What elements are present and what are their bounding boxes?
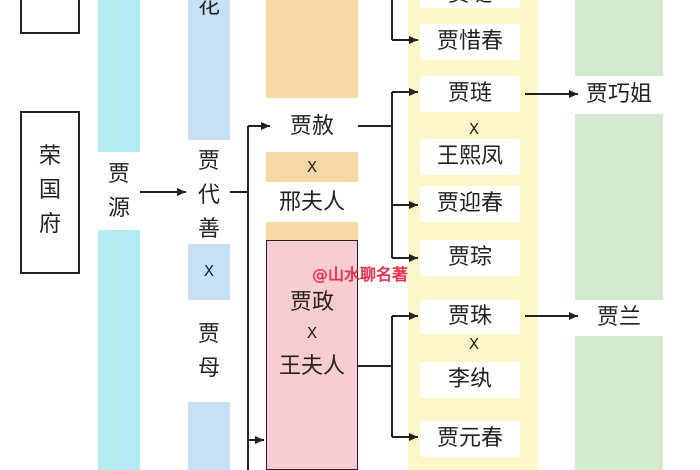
gen4-lian-marriage-x: X (468, 120, 480, 138)
gen3-zheng-wife: 王夫人 (278, 354, 345, 379)
gen2-spouse: 贾母 (197, 322, 220, 381)
gen5-lan: 贾兰 (596, 305, 641, 330)
gen3-orange-bottom (266, 222, 358, 242)
house-box (20, 111, 80, 274)
gen3-she-wife: 邢夫人 (278, 190, 345, 215)
gen4-yingchun-bg (420, 186, 520, 222)
gen3-orange-top (266, 0, 358, 98)
gen4-zhu-marriage-x: X (468, 335, 480, 353)
gen3-orange-x (266, 152, 358, 182)
gen4-yingchun: 贾迎春 (436, 191, 503, 216)
gen5-qiaojie-bg (575, 76, 663, 114)
top-left-box (20, 0, 80, 34)
gen3-zheng: 贾政 (289, 290, 334, 315)
gen1-name: 贾源 (107, 162, 130, 221)
gen5-lan-bg (575, 300, 663, 336)
gen4-yuanchun: 贾元春 (436, 426, 503, 451)
gen2-spouse-bg (188, 300, 230, 402)
gen4-lian-wife: 王熙凤 (436, 144, 503, 169)
gen4-cutoff-name: 贾琏 (420, 0, 520, 6)
gen3-she-bg (266, 98, 358, 152)
house-label: 荣国府 (38, 144, 61, 237)
gen4-lian-bg (420, 76, 520, 112)
gen5-qiaojie: 贾巧姐 (585, 82, 652, 107)
gen4-cong-bg (420, 240, 520, 276)
gen4-cong: 贾琮 (447, 245, 492, 270)
gen4-zhu-bg (420, 300, 520, 334)
gen1-name-bg (98, 152, 140, 230)
gen4-xichun: 贾惜春 (436, 29, 503, 54)
gen4-lian-wife-bg (420, 139, 520, 175)
gen2-marriage-x: X (203, 262, 215, 280)
gen4-zhu-wife-bg (420, 362, 520, 398)
gen2-name: 贾代善 (197, 149, 220, 242)
gen4-zhu: 贾珠 (447, 304, 492, 329)
watermark: @山水聊名著 (312, 265, 409, 284)
gen2-top-char: 花 (197, 0, 220, 19)
gen1-column-bg (98, 0, 140, 470)
branch-zheng (358, 316, 393, 437)
gen3-she-marriage-x: X (306, 158, 318, 176)
gen3-zheng-marriage-x: X (306, 324, 318, 342)
gen4-yuanchun-bg (420, 421, 520, 457)
gen4-zhu-wife: 李纨 (447, 367, 492, 392)
gen4-xichun-bg (420, 24, 520, 60)
gen3-she: 贾赦 (289, 114, 334, 139)
branch-she (358, 92, 393, 258)
branch-daishan (230, 126, 249, 470)
gen4-cutoff-bg (420, 0, 520, 8)
gen2-name-bg (188, 140, 230, 244)
gen3-she-wife-bg (266, 182, 358, 222)
gen4-lian: 贾琏 (447, 81, 492, 106)
